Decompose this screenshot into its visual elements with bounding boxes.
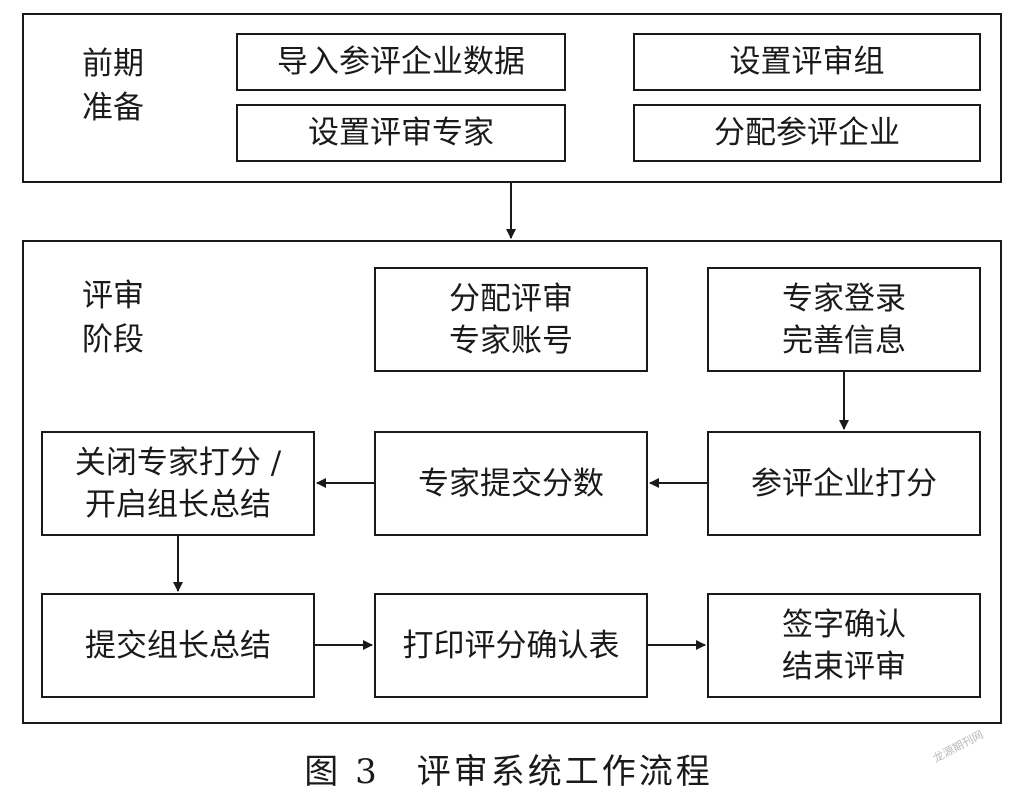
print-form-text: 打印评分确认表 bbox=[402, 627, 620, 664]
close-scoring-line1: 关闭专家打分 / bbox=[74, 444, 282, 481]
set-experts-text: 设置评审专家 bbox=[308, 115, 494, 151]
set-experts-box: 设置评审专家 bbox=[236, 104, 566, 162]
set-group-box: 设置评审组 bbox=[633, 33, 981, 91]
assign-companies-box: 分配参评企业 bbox=[633, 104, 981, 162]
expert-login-box: 专家登录 完善信息 bbox=[707, 267, 981, 372]
sign-confirm-line2: 结束评审 bbox=[782, 648, 906, 685]
prep-stage-frame bbox=[22, 13, 1002, 183]
prep-stage-label: 前期 准备 bbox=[82, 42, 144, 130]
submit-summary-box: 提交组长总结 bbox=[41, 593, 315, 698]
score-companies-text: 参评企业打分 bbox=[751, 465, 937, 502]
submit-scores-box: 专家提交分数 bbox=[374, 431, 648, 536]
assign-companies-text: 分配参评企业 bbox=[714, 115, 900, 151]
prep-stage-label-line2: 准备 bbox=[82, 90, 144, 126]
assign-accounts-line1: 分配评审 bbox=[449, 280, 573, 317]
review-stage-frame bbox=[22, 240, 1002, 724]
close-scoring-line2: 开启组长总结 bbox=[85, 486, 271, 523]
submit-scores-text: 专家提交分数 bbox=[418, 465, 604, 502]
sign-confirm-line1: 签字确认 bbox=[782, 606, 906, 643]
expert-login-line1: 专家登录 bbox=[782, 280, 906, 317]
expert-login-line2: 完善信息 bbox=[782, 322, 906, 359]
close-scoring-box: 关闭专家打分 / 开启组长总结 bbox=[41, 431, 315, 536]
print-form-box: 打印评分确认表 bbox=[374, 593, 648, 698]
import-data-box: 导入参评企业数据 bbox=[236, 33, 566, 91]
assign-accounts-line2: 专家账号 bbox=[449, 322, 573, 359]
prep-stage-label-line1: 前期 bbox=[82, 46, 144, 82]
assign-accounts-box: 分配评审 专家账号 bbox=[374, 267, 648, 372]
score-companies-box: 参评企业打分 bbox=[707, 431, 981, 536]
review-stage-label-line1: 评审 bbox=[82, 278, 144, 314]
import-data-text: 导入参评企业数据 bbox=[277, 44, 525, 80]
submit-summary-text: 提交组长总结 bbox=[85, 627, 271, 664]
sign-confirm-box: 签字确认 结束评审 bbox=[707, 593, 981, 698]
figure-caption: 图 3 评审系统工作流程 bbox=[304, 752, 713, 792]
set-group-text: 设置评审组 bbox=[729, 44, 885, 80]
review-stage-label-line2: 阶段 bbox=[82, 322, 144, 358]
review-stage-label: 评审 阶段 bbox=[82, 274, 144, 362]
